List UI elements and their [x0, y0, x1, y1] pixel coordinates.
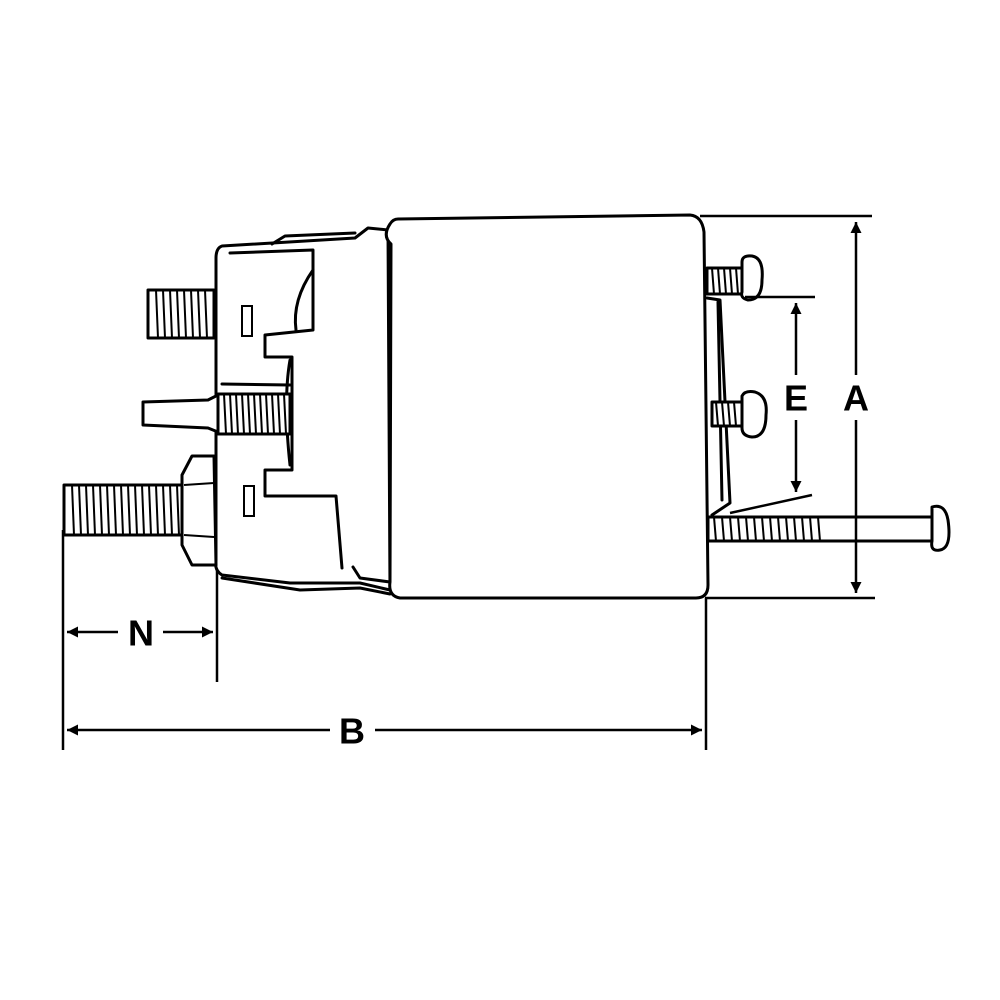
thread-line: [253, 393, 257, 435]
thread-line: [229, 393, 233, 435]
thread-line: [78, 484, 82, 536]
thread-line: [113, 484, 117, 536]
thread-line: [235, 393, 239, 435]
thread-line: [169, 289, 173, 339]
thread-line: [169, 484, 173, 536]
solenoid-can: [384, 213, 710, 600]
thread-line: [753, 516, 757, 542]
thread-line: [801, 516, 805, 542]
thread-line: [745, 516, 749, 542]
dimension-label-e: E: [784, 378, 808, 419]
thread-line: [71, 484, 75, 536]
thread-line: [176, 484, 180, 536]
thread-line: [809, 516, 813, 542]
thread-line: [277, 393, 281, 435]
thread-line: [148, 484, 152, 536]
thread-line: [283, 393, 287, 435]
thread-line: [817, 516, 821, 542]
middle-terminal: [141, 392, 292, 436]
solenoid-body: [62, 213, 951, 600]
dimension-label-n: N: [128, 613, 154, 654]
thread-line: [713, 516, 717, 542]
thread-line: [729, 267, 733, 295]
thread-line: [92, 484, 96, 536]
thread-line: [717, 267, 721, 295]
thread-line: [721, 516, 725, 542]
thread-line: [106, 484, 110, 536]
dimension-a: A: [843, 222, 869, 593]
upper-terminal-stud: [146, 288, 216, 340]
thread-line: [223, 393, 227, 435]
dimension-n: N: [67, 613, 213, 654]
dimension-label-b: B: [339, 711, 365, 752]
thread-line: [259, 393, 263, 435]
thread-line: [723, 267, 727, 295]
thread-line: [793, 516, 797, 542]
thread-line: [715, 401, 719, 427]
thread-line: [729, 516, 733, 542]
thread-line: [155, 484, 159, 536]
upper-right-bolt: [705, 254, 764, 302]
thread-line: [265, 393, 269, 435]
thread-line: [733, 401, 737, 427]
thread-line: [99, 484, 103, 536]
thread-line: [735, 267, 739, 295]
thread-line: [141, 484, 145, 536]
thread-line: [127, 484, 131, 536]
thread-line: [247, 393, 251, 435]
thread-line: [176, 289, 180, 339]
thread-line: [183, 289, 187, 339]
dimension-label-a: A: [843, 378, 869, 419]
lower-terminal-stud: [62, 454, 218, 567]
thread-line: [204, 289, 208, 339]
thread-line: [727, 401, 731, 427]
dimension-b: B: [67, 711, 702, 752]
thread-line: [777, 516, 781, 542]
thread-line: [711, 267, 715, 295]
thread-line: [134, 484, 138, 536]
thread-line: [271, 393, 275, 435]
thread-line: [241, 393, 245, 435]
thread-line: [721, 401, 725, 427]
middle-right-bolt: [710, 390, 768, 439]
thread-line: [162, 289, 166, 339]
thread-line: [162, 484, 166, 536]
thread-line: [761, 516, 765, 542]
thread-line: [737, 516, 741, 542]
thread-line: [120, 484, 124, 536]
thread-line: [190, 289, 194, 339]
dimension-e: E: [784, 303, 808, 492]
thread-line: [197, 289, 201, 339]
extension-lines: [61, 214, 875, 750]
hex-nut: [180, 454, 218, 567]
thread-line: [85, 484, 89, 536]
thread-line: [155, 289, 159, 339]
thread-line: [785, 516, 789, 542]
thread-line: [769, 516, 773, 542]
plunger-rod: [706, 504, 951, 552]
